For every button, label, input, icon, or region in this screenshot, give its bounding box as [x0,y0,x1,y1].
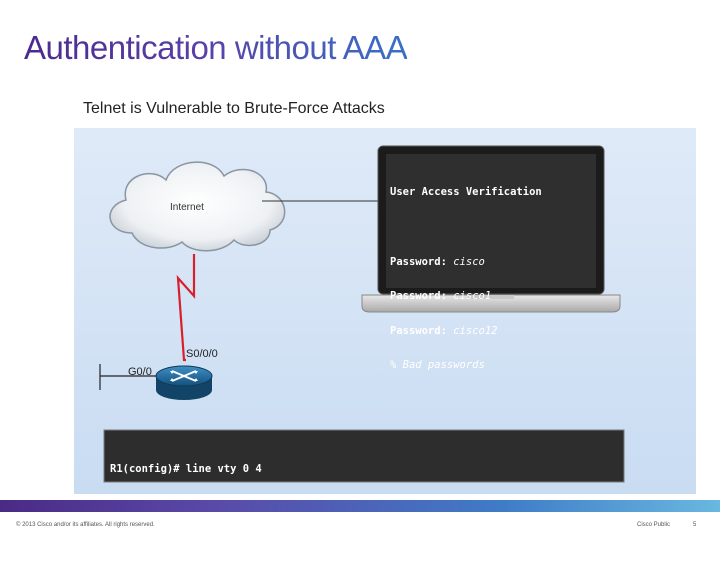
slide-subtitle: Telnet is Vulnerable to Brute-Force Atta… [83,100,385,117]
cli-prompt: R1(config)# [110,463,180,475]
config-line-1: R1(config)# line vty 0 4 [110,463,319,477]
gig-interface-label: G0/0 [128,366,152,378]
serial-interface-label: S0/0/0 [186,348,218,360]
password-label: Password: [390,255,447,268]
diagram-graphics [99,145,625,483]
laptop-screen-text: User Access Verification Password: cisco… [390,164,542,395]
password-attempt-3: Password: cisco12 [390,324,542,338]
password-label: Password: [390,290,447,302]
bad-passwords-message: % Bad passwords [390,359,485,371]
network-diagram: Internet S0/0/0 G0/0 User Access Verific… [74,128,696,556]
password-attempt-1: Password: cisco [390,255,542,269]
password-value: cisco [453,255,485,268]
password-value: cisco1 [453,290,492,302]
router-icon [155,365,213,400]
cli-command: login [217,544,250,556]
page-number: 5 [693,522,697,528]
cli-prompt: R1(config-line)# [110,544,212,556]
confidentiality-label: Cisco Public [637,522,671,528]
internet-label: Internet [170,202,204,213]
password-value: cisco12 [453,324,498,337]
footer-color-bar [0,500,720,512]
internet-cloud-icon [109,161,286,252]
password-label: Password: [390,324,447,337]
password-attempt-2: Password: cisco1 [390,290,542,303]
config-terminal-panel [103,429,625,483]
slide-title: Authentication without AAA [24,29,408,66]
screen-header: User Access Verification [390,186,542,198]
copyright-text: © 2013 Cisco and/or its affiliates. All … [16,522,155,528]
cli-command: line vty 0 4 [185,463,262,475]
serial-link-bolt-icon [176,254,196,362]
config-line-3: R1(config-line)# login [110,544,319,558]
laptop-icon [361,145,621,313]
